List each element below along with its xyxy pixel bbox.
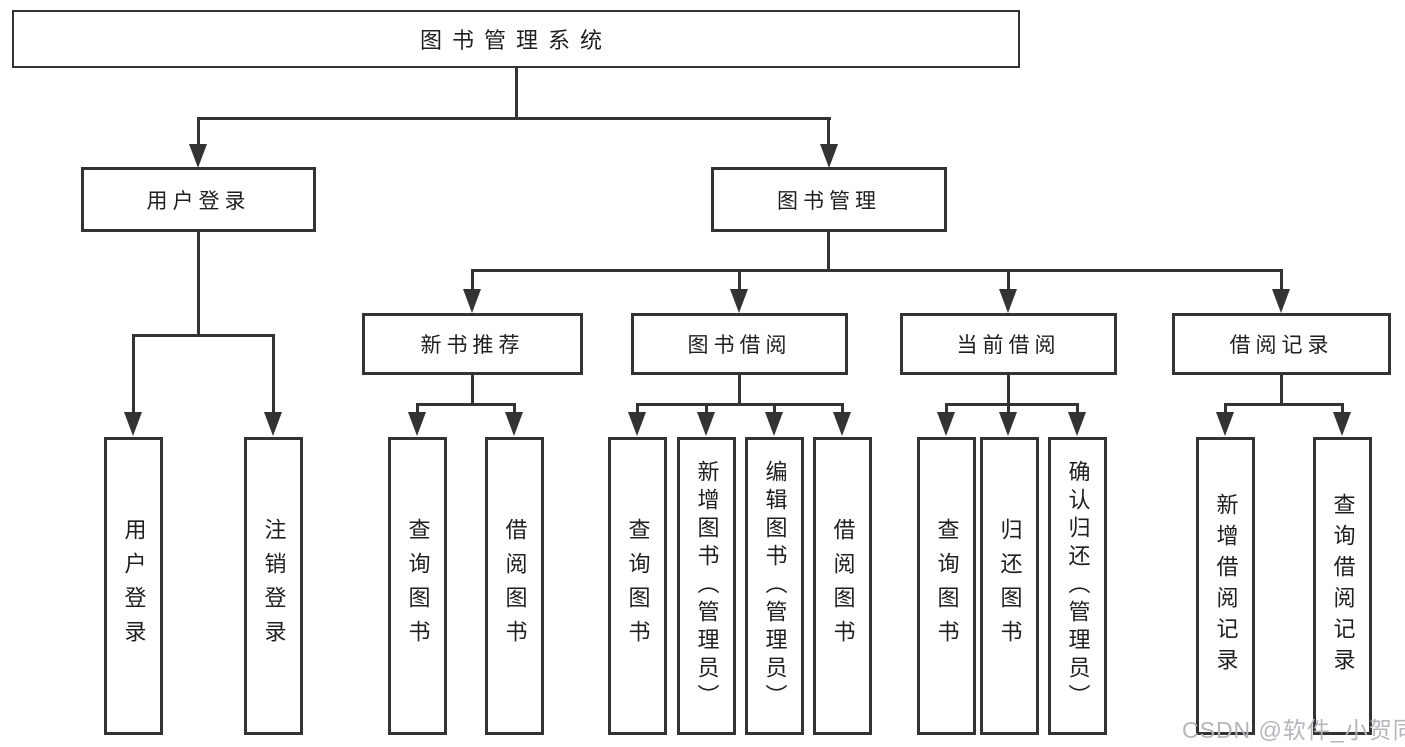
connector-v xyxy=(197,117,200,149)
leaf-label: 确认归还（管理员） xyxy=(1065,460,1091,712)
connector-v xyxy=(416,403,419,415)
connector-h xyxy=(945,403,1079,406)
connector-v xyxy=(1341,403,1344,415)
arrow-down xyxy=(124,412,142,436)
node-query-books-borrow: 查询图书 xyxy=(608,437,667,735)
arrow-down xyxy=(408,412,426,436)
arrow-down xyxy=(820,144,838,168)
leaf-label: 用户登录 xyxy=(121,518,147,654)
connector-v xyxy=(1007,375,1010,406)
connector-v xyxy=(827,117,830,149)
connector-v xyxy=(1224,403,1227,415)
connector-h xyxy=(471,269,1283,272)
arrow-down xyxy=(1272,289,1290,313)
connector-v xyxy=(705,403,708,415)
node-edit-book-admin: 编辑图书（管理员） xyxy=(745,437,804,735)
arrow-down xyxy=(189,144,207,168)
arrow-down xyxy=(697,412,715,436)
node-logout: 注销登录 xyxy=(244,437,303,735)
leaf-label: 新增借阅记录 xyxy=(1213,493,1239,679)
connector-v xyxy=(636,403,639,415)
connector-v xyxy=(841,403,844,415)
node-borrow-books-rec: 借阅图书 xyxy=(485,437,544,735)
leaf-label: 借阅图书 xyxy=(830,518,856,654)
leaf-label: 新增图书（管理员） xyxy=(694,460,720,712)
connector-v xyxy=(738,269,741,292)
node-user-login: 用户登录 xyxy=(81,167,316,232)
watermark: CSDN @软件_小贺同学 xyxy=(1182,717,1405,743)
connector-v xyxy=(738,375,741,406)
node-user-login-leaf: 用户登录 xyxy=(104,437,163,735)
node-query-borrow-record: 查询借阅记录 xyxy=(1313,437,1372,735)
connector-v xyxy=(515,68,518,120)
leaf-label: 归还图书 xyxy=(997,518,1023,654)
connector-h xyxy=(197,117,831,120)
arrow-down xyxy=(765,412,783,436)
arrow-down xyxy=(833,412,851,436)
node-add-book-admin: 新增图书（管理员） xyxy=(677,437,736,735)
node-return-books: 归还图书 xyxy=(980,437,1039,735)
node-borrow-books: 借阅图书 xyxy=(813,437,872,735)
leaf-label: 编辑图书（管理员） xyxy=(762,460,788,712)
node-query-books-rec: 查询图书 xyxy=(388,437,447,735)
node-new-book-recommendation: 新书推荐 xyxy=(362,313,583,375)
arrow-down xyxy=(1333,412,1351,436)
leaf-label: 查询图书 xyxy=(405,518,431,654)
connector-v xyxy=(1007,403,1010,415)
node-add-borrow-record: 新增借阅记录 xyxy=(1196,437,1255,735)
connector-v xyxy=(513,403,516,415)
connector-v xyxy=(272,334,275,414)
arrow-down xyxy=(730,289,748,313)
leaf-label: 查询图书 xyxy=(934,518,960,654)
connector-v xyxy=(197,232,200,337)
node-current-borrowing: 当前借阅 xyxy=(900,313,1117,375)
connector-v xyxy=(471,375,474,406)
arrow-down xyxy=(1068,412,1086,436)
connector-h xyxy=(132,334,275,337)
connector-h xyxy=(636,403,844,406)
connector-h xyxy=(1224,403,1344,406)
connector-v xyxy=(1076,403,1079,415)
connector-h xyxy=(416,403,516,406)
arrow-down xyxy=(1216,412,1234,436)
node-library-management-system: 图书管理系统 xyxy=(12,10,1020,68)
node-borrowing-records: 借阅记录 xyxy=(1172,313,1391,375)
leaf-label: 查询图书 xyxy=(625,518,651,654)
leaf-label: 查询借阅记录 xyxy=(1330,493,1356,679)
arrow-down xyxy=(505,412,523,436)
connector-v xyxy=(773,403,776,415)
arrow-down xyxy=(937,412,955,436)
connector-v xyxy=(1007,269,1010,292)
arrow-down xyxy=(264,412,282,436)
connector-v xyxy=(1280,375,1283,406)
arrow-down xyxy=(628,412,646,436)
arrow-down xyxy=(999,412,1017,436)
node-book-management: 图书管理 xyxy=(711,167,947,232)
node-book-borrowing: 图书借阅 xyxy=(631,313,848,375)
node-confirm-return-admin: 确认归还（管理员） xyxy=(1048,437,1107,735)
connector-v xyxy=(1280,269,1283,292)
node-query-books-current: 查询图书 xyxy=(917,437,976,735)
leaf-label: 注销登录 xyxy=(261,518,287,654)
leaf-label: 借阅图书 xyxy=(502,518,528,654)
connector-v xyxy=(471,269,474,292)
arrow-down xyxy=(463,289,481,313)
connector-v xyxy=(827,232,830,272)
connector-v xyxy=(132,334,135,414)
connector-v xyxy=(945,403,948,415)
arrow-down xyxy=(999,289,1017,313)
